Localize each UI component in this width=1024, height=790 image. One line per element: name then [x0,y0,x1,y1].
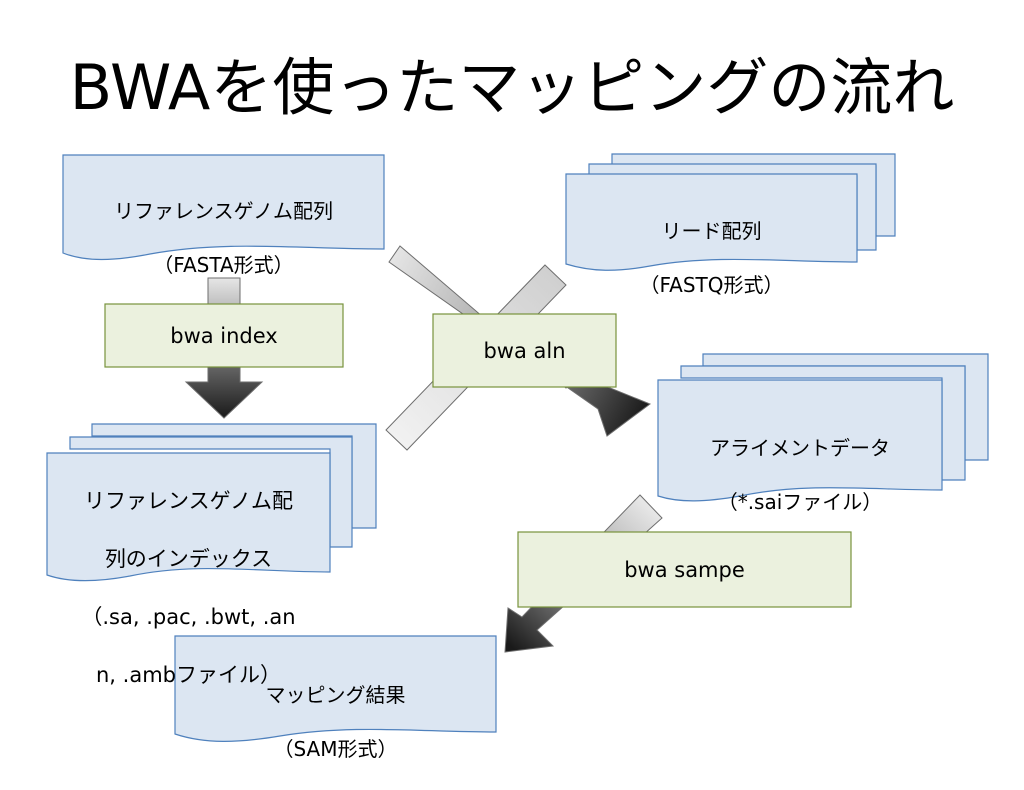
doc-alignment-shape [657,353,989,502]
doc-index-line3: （.sa, .pac, .bwt, .an [81,605,296,629]
step-index-label: bwa index [170,323,278,348]
doc-reads-label: リード配列 （FASTQ形式） [566,191,857,326]
doc-reference-shape [62,154,385,261]
doc-result-shape [174,635,497,742]
doc-index-line4: n, .ambファイル） [96,663,281,687]
step-index-box [104,303,344,368]
doc-reads-line1: リード配列 [661,219,762,243]
step-aln-box [432,313,617,388]
doc-alignment-label: アライメントデータ （*.saiファイル） [658,408,942,543]
doc-result-label: マッピング結果 （SAM形式） [175,655,496,790]
doc-alignment-line2: （*.saiファイル） [717,490,883,514]
step-sampe-box [517,531,852,608]
step-sampe-label: bwa sampe [624,557,745,582]
doc-reads-line2: （FASTQ形式） [639,273,784,297]
doc-alignment-line1: アライメントデータ [710,436,890,460]
doc-index-label: リファレンスゲノム配 列のインデックス （.sa, .pac, .bwt, .a… [47,458,330,719]
doc-reads-shape [565,153,896,271]
doc-result-line1: マッピング結果 [265,683,406,707]
flow-diagram [46,153,989,742]
doc-index-line2: 列のインデックス [104,547,273,571]
doc-reference-label: リファレンスゲノム配列 （FASTA形式） [63,171,384,306]
doc-reference-line2: （FASTA形式） [153,253,294,277]
slide-title: BWAを使ったマッピングの流れ [69,51,955,124]
doc-index-line1: リファレンスゲノム配 [84,489,293,513]
doc-result-line2: （SAM形式） [273,737,398,761]
doc-index-shape [46,423,377,582]
doc-reference-line1: リファレンスゲノム配列 [114,199,333,223]
step-aln-label: bwa aln [483,338,566,363]
